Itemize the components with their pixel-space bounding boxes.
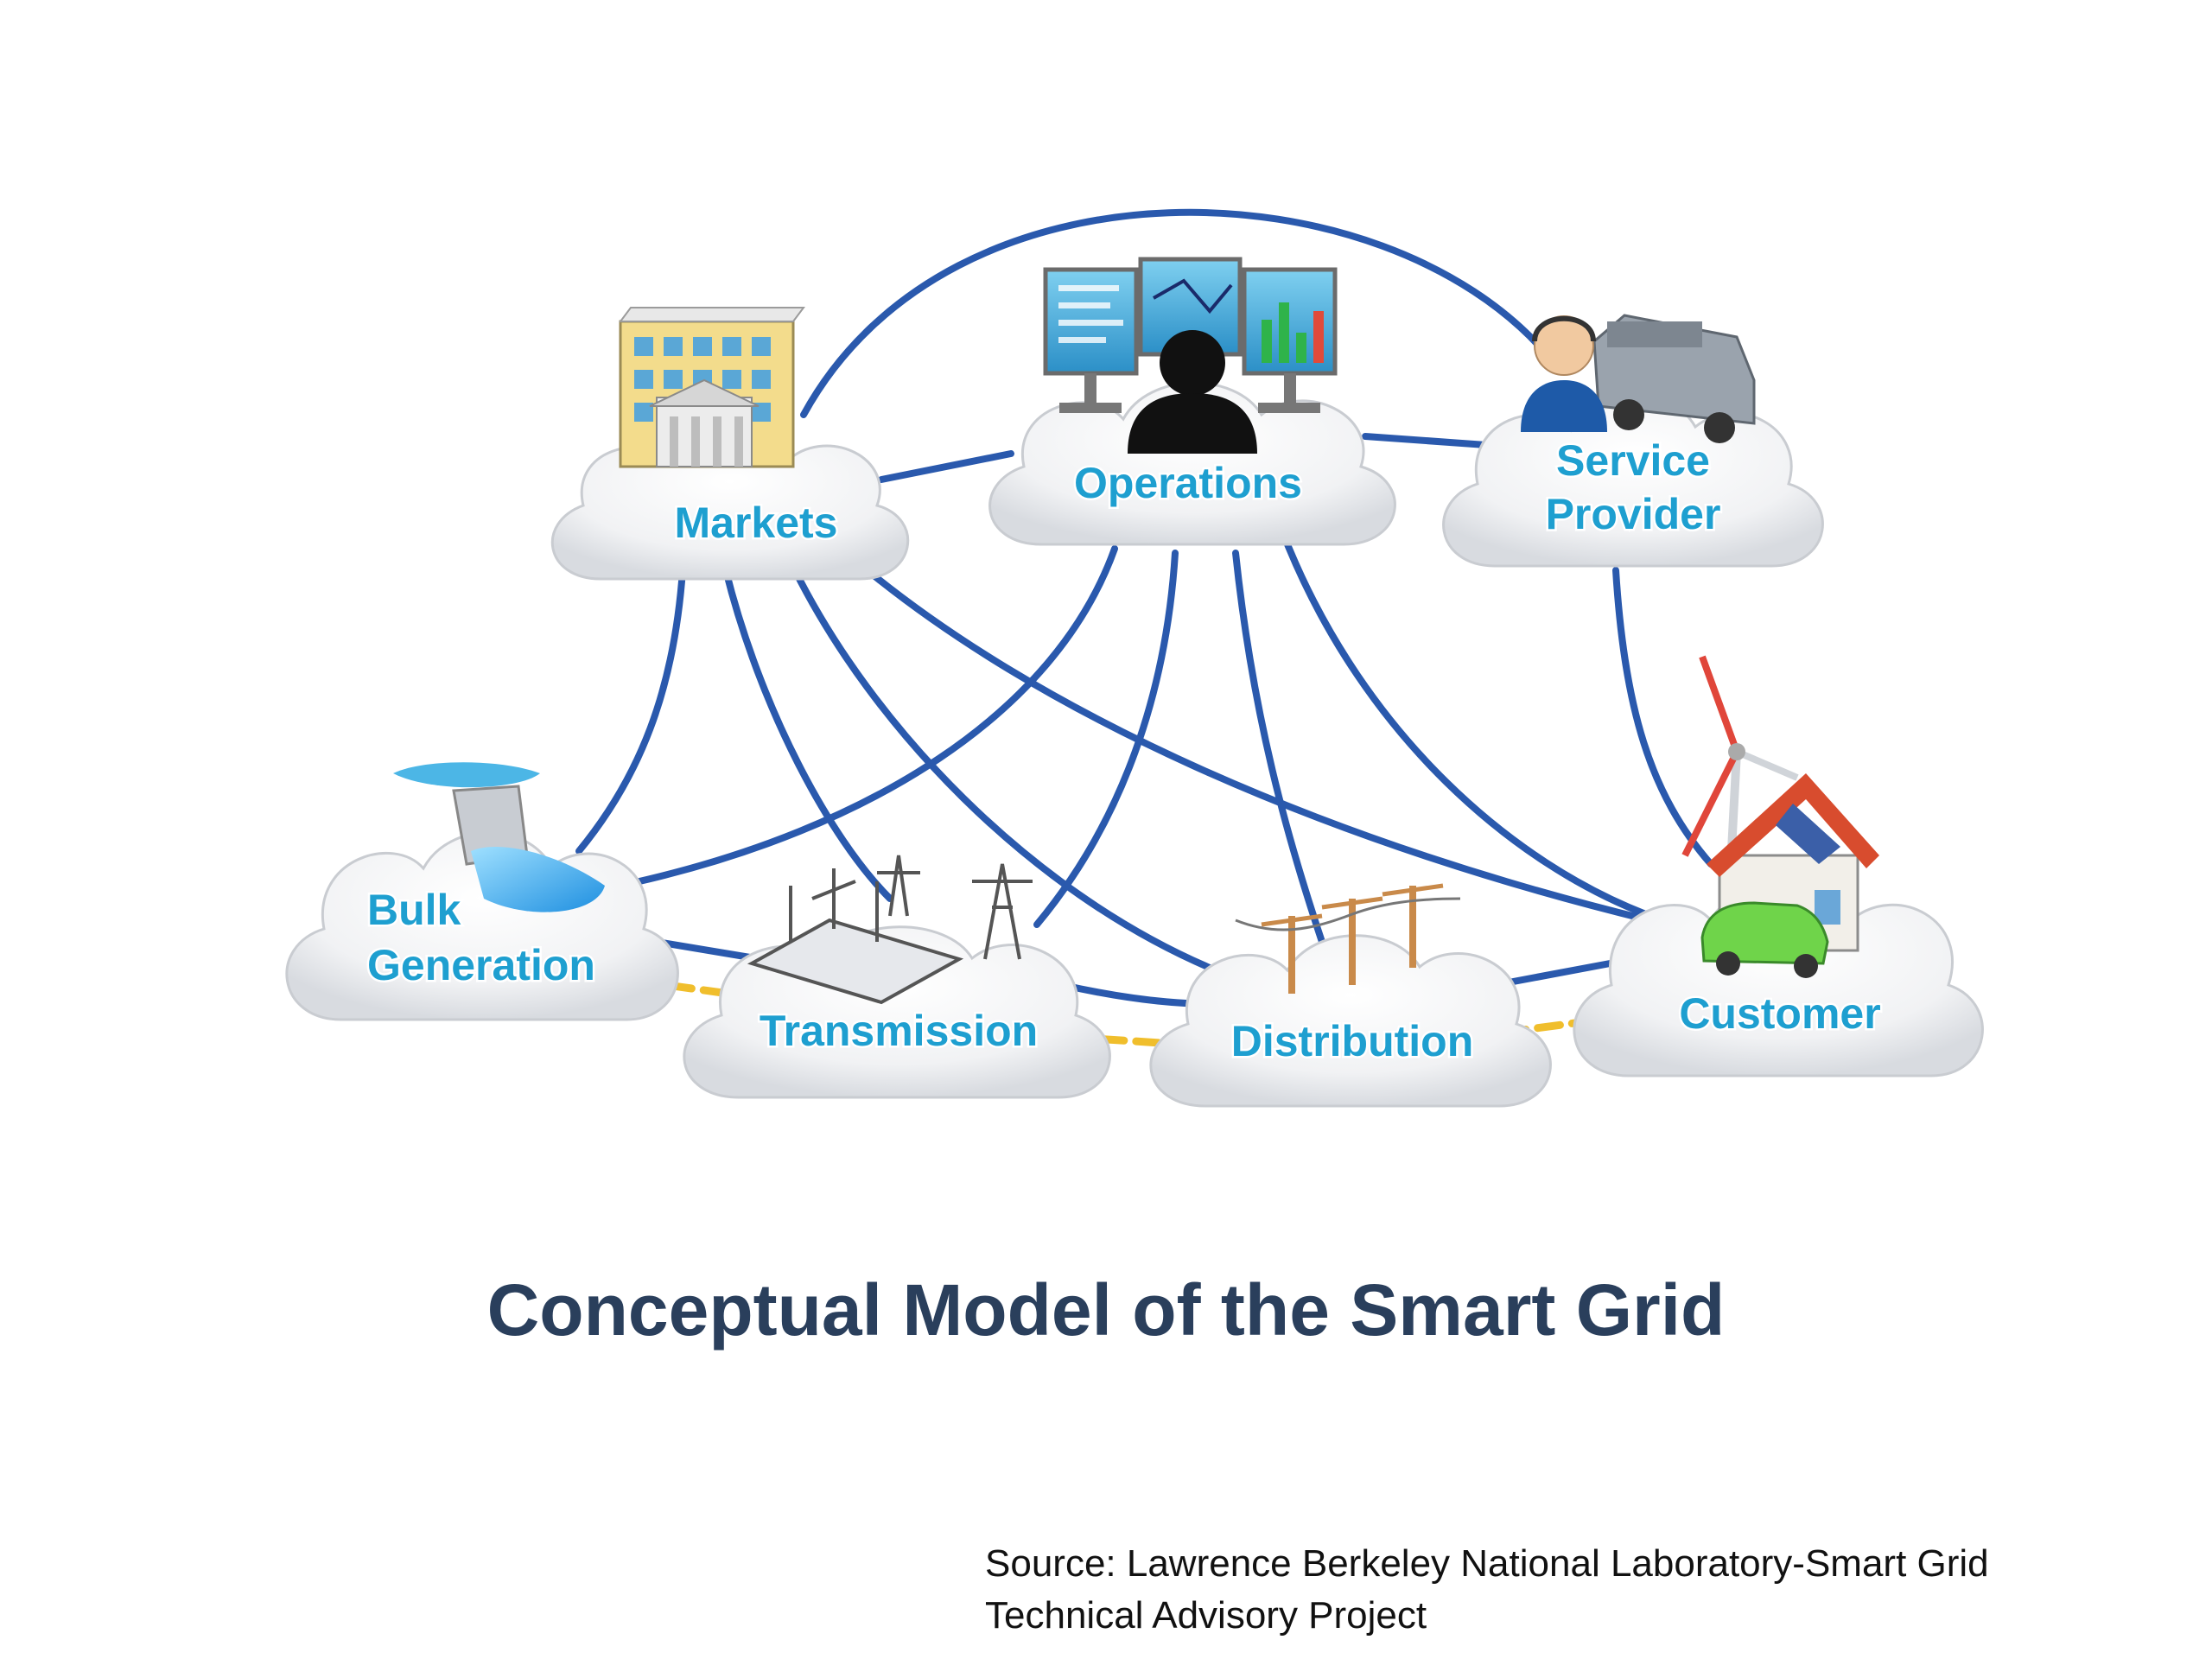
label-transmission: Transmission (760, 1007, 1038, 1055)
service-truck-icon (1592, 314, 1756, 443)
source-citation: Source: Lawrence Berkeley National Labor… (985, 1538, 2195, 1642)
utility-poles-icon (1235, 883, 1461, 994)
node-customer[interactable]: Customer (1573, 655, 1984, 1077)
link-markets-distribution (791, 567, 1213, 971)
node-transmission[interactable]: Transmission (683, 855, 1111, 1099)
label-markets: Markets (675, 499, 838, 547)
electric-car-icon (1700, 901, 1829, 978)
link-serviceprovider-customer (1612, 567, 1714, 868)
link-markets-transmission (722, 567, 893, 902)
link-markets-customer (843, 550, 1671, 928)
node-bulk-generation[interactable]: Bulk Generation (285, 762, 679, 1021)
hydro-dam-icon (393, 762, 605, 912)
source-line-2: Technical Advisory Project (985, 1594, 1427, 1637)
link-operations-transmission (1033, 550, 1179, 928)
link-operations-customer (1284, 541, 1654, 919)
node-service-provider[interactable]: Service Provider (1442, 314, 1824, 568)
node-markets[interactable]: Markets (550, 307, 910, 581)
monitors-icon (1043, 257, 1338, 413)
wind-turbine-icon (1681, 655, 1799, 917)
source-line-1: Source: Lawrence Berkeley National Labor… (985, 1542, 1989, 1585)
label-service-provider-line2: Provider (1546, 490, 1721, 538)
diagram-title: Conceptual Model of the Smart Grid (486, 1269, 1726, 1351)
operator-silhouette-icon (1128, 330, 1257, 454)
link-markets-bulk (575, 567, 686, 855)
label-bulk-generation-line1: Bulk (367, 886, 461, 934)
label-distribution: Distribution (1231, 1017, 1474, 1065)
building-icon (619, 307, 805, 468)
label-service-provider-line1: Service (1556, 436, 1710, 485)
label-customer: Customer (1679, 989, 1880, 1038)
link-operations-distribution (1232, 550, 1325, 945)
link-operations-serviceprovider (1362, 433, 1490, 448)
substation-icon (747, 855, 1033, 1005)
node-operations[interactable]: Operations (988, 257, 1396, 546)
link-markets-operations (878, 450, 1014, 483)
node-distribution[interactable]: Distribution (1149, 883, 1552, 1108)
link-bulk-transmission (653, 938, 764, 963)
link-operations-bulk (636, 545, 1118, 885)
link-markets-serviceprovider (800, 208, 1550, 418)
label-bulk-generation-line2: Generation (367, 941, 595, 989)
technician-avatar-icon (1521, 315, 1607, 432)
label-operations: Operations (1074, 459, 1302, 507)
